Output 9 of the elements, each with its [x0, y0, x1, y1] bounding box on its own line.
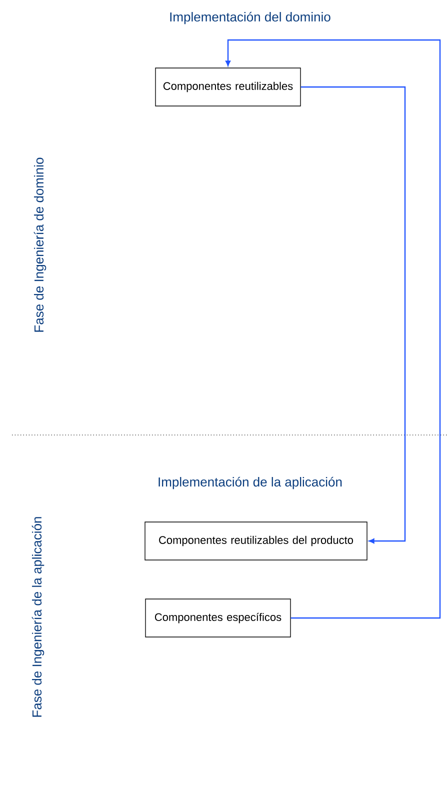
arrow	[300, 86, 406, 544]
component-box: Componentes reutilizables del producto	[144, 522, 368, 560]
component-box: Componentes reutilizables	[155, 68, 301, 106]
section-heading: Implementación del dominio	[170, 12, 330, 24]
section-heading: Implementación de la aplicación	[158, 476, 342, 490]
component-box: Componentes específicos	[145, 598, 291, 638]
phase-label: Fase de Ingeniería de la aplicación	[32, 517, 44, 717]
phase-label: Fase de Ingeniería de dominio	[34, 158, 46, 332]
arrow	[226, 39, 441, 619]
